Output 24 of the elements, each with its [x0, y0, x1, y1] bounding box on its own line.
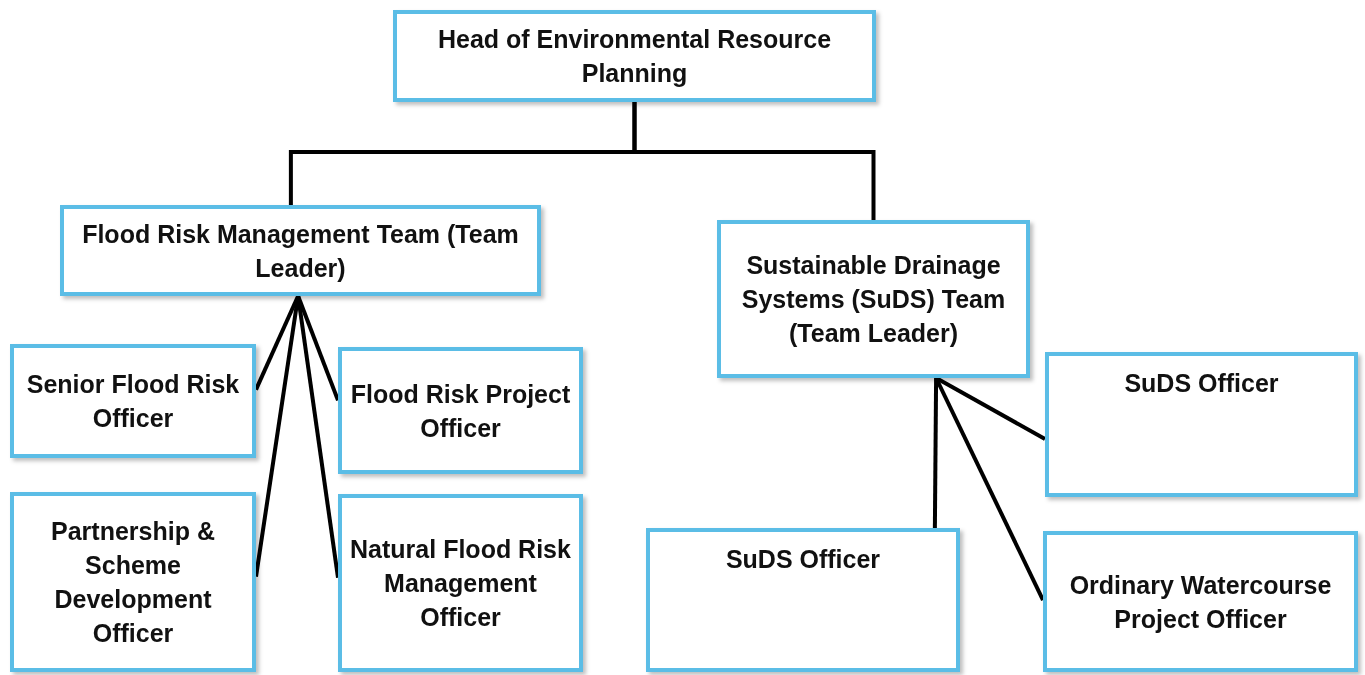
position-box — [1043, 531, 1358, 672]
connector-line — [632, 102, 876, 220]
job-title: Flood Risk Management Team (Team Leader) — [81, 218, 520, 284]
job-title: Flood Risk Project Officer — [350, 378, 571, 444]
job-title: Head of Environmental Resource Planning — [436, 24, 833, 89]
job-title: Ordinary Watercourse Project Officer — [1068, 569, 1333, 635]
position-box — [646, 528, 960, 672]
job-title: Senior Flood Risk Officer — [25, 369, 241, 434]
job-title: Natural Flood Risk Management Officer — [350, 534, 571, 633]
connector-line — [932, 378, 939, 528]
connector-line — [934, 377, 1045, 601]
position-box — [10, 344, 256, 458]
position-box — [338, 347, 583, 474]
position-box — [10, 492, 256, 672]
job-title: Sustainable Drainage Systems (SuDS) Team (Team Leader) — [740, 250, 1007, 349]
job-title: Partnership & Scheme Development Officer — [50, 516, 216, 649]
job-title: SuDS Officer — [1124, 368, 1279, 399]
position-box — [1045, 352, 1358, 497]
position-box — [60, 205, 541, 296]
position-box — [393, 10, 876, 102]
position-box — [338, 494, 583, 672]
connector-line — [296, 295, 340, 578]
job-title: SuDS Officer — [725, 544, 881, 575]
position-box — [717, 220, 1030, 378]
